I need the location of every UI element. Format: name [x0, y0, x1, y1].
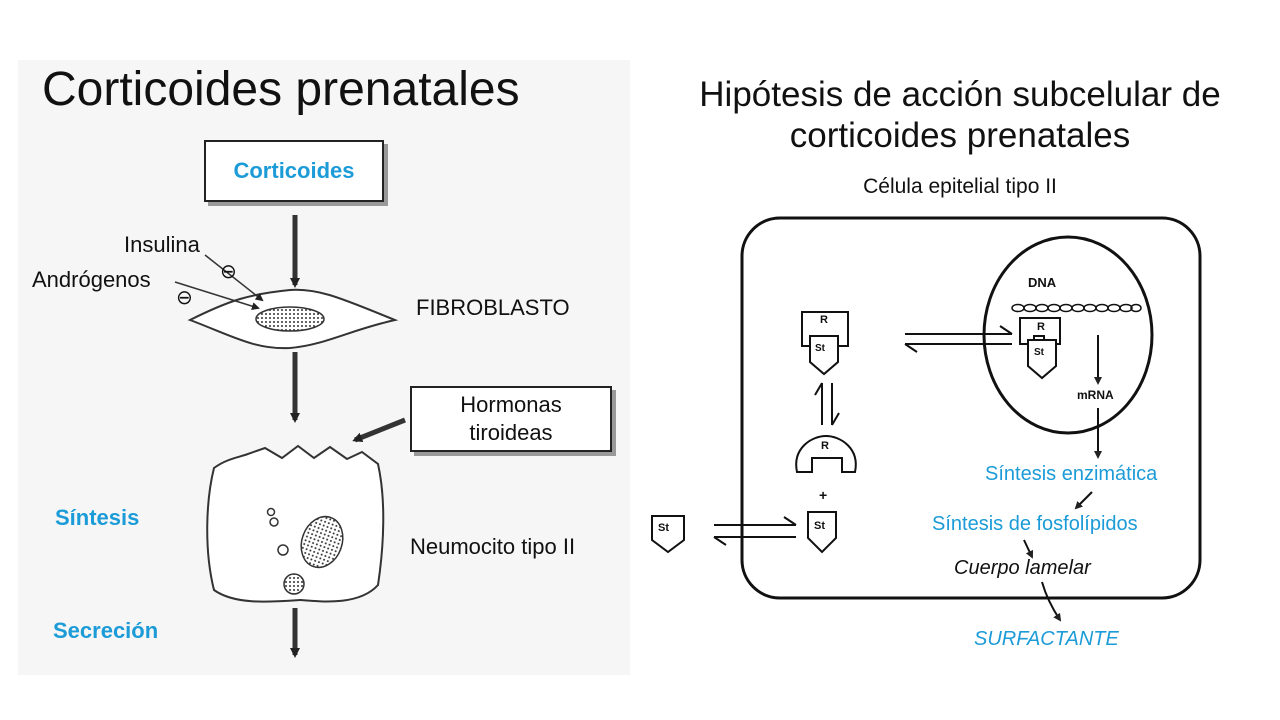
receptor-steroid-complex-nucleus: [1019, 317, 1061, 380]
steroid-label-inside: St: [814, 520, 825, 532]
receptor-steroid-complex-cytoplasm: [801, 311, 849, 376]
steroid-label-nucleus: St: [1034, 347, 1044, 358]
corticoides-box: Corticoides: [204, 140, 384, 202]
right-title-line1: Hipótesis de acción subcelular de: [699, 75, 1221, 114]
insulina-label: Insulina: [124, 232, 200, 257]
neumocito-cell: [206, 444, 385, 603]
left-title: Corticoides prenatales: [42, 63, 520, 116]
arrow-insulina: [204, 254, 264, 302]
arrow-cuerpo-to-surfactante: [1041, 581, 1062, 622]
arrow-hormonas: [352, 417, 406, 443]
sintesis-enzimatica-label: Síntesis enzimática: [985, 463, 1158, 485]
dna-label: DNA: [1028, 275, 1057, 290]
cell-type-subtitle: Célula epitelial tipo II: [863, 175, 1057, 198]
arrow-enzimatica-to-fosfolipidos: [1074, 491, 1093, 510]
lamellar-body: [283, 573, 305, 595]
surfactante-label: SURFACTANTE: [974, 628, 1119, 650]
sintesis-label: Síntesis: [55, 505, 140, 530]
equilibrium-complex-receptor: [814, 382, 840, 426]
androgenos-label: Andrógenos: [32, 267, 151, 292]
neumocito-nucleus: [300, 515, 344, 569]
receptor-label-free: R: [821, 440, 829, 452]
vesicle-2: [269, 517, 279, 527]
vesicle-3: [277, 544, 289, 556]
mrna-label: mRNA: [1077, 388, 1114, 402]
hormonas-line2: tiroideas: [469, 420, 553, 445]
vesicle-1: [266, 507, 276, 517]
secrecion-label: Secreción: [53, 618, 159, 643]
neumocito-label: Neumocito tipo II: [410, 534, 576, 559]
fibroblasto-label: FIBROBLASTO: [416, 295, 570, 320]
receptor-label-nucleus: R: [1037, 321, 1045, 333]
steroid-outside-shape: [651, 515, 685, 554]
dna-strand: [1011, 303, 1142, 313]
steroid-label-outside: St: [658, 522, 669, 534]
plus-sign: +: [819, 487, 828, 503]
arrow-androgenos: [174, 281, 260, 311]
steroid-label-cytoplasm: St: [815, 343, 825, 354]
equilibrium-complex-nucleus: [904, 325, 1013, 353]
cuerpo-lamelar-label: Cuerpo lamelar: [954, 557, 1091, 579]
hormonas-box: Hormonas tiroideas: [410, 386, 612, 452]
right-title: Hipótesis de acción subcelular de cortic…: [640, 74, 1280, 156]
epithelial-cell-outline: [740, 216, 1202, 600]
free-receptor-shape: [795, 434, 857, 473]
equilibrium-steroid-entry: [713, 516, 797, 546]
right-title-line2: corticoides prenatales: [789, 116, 1131, 155]
hormonas-line1: Hormonas: [460, 392, 562, 417]
receptor-label-cytoplasm: R: [820, 314, 828, 326]
sintesis-fosfolipidos-label: Síntesis de fosfolípidos: [932, 513, 1138, 535]
inhibition-sign-insulina: ⊖: [220, 261, 237, 283]
steroid-inside-shape: [807, 511, 837, 554]
fibroblast-nucleus: [255, 306, 325, 332]
inhibition-sign-androgenos: ⊖: [176, 287, 193, 309]
arrow-fosfolipidos-to-cuerpo: [1023, 539, 1034, 559]
